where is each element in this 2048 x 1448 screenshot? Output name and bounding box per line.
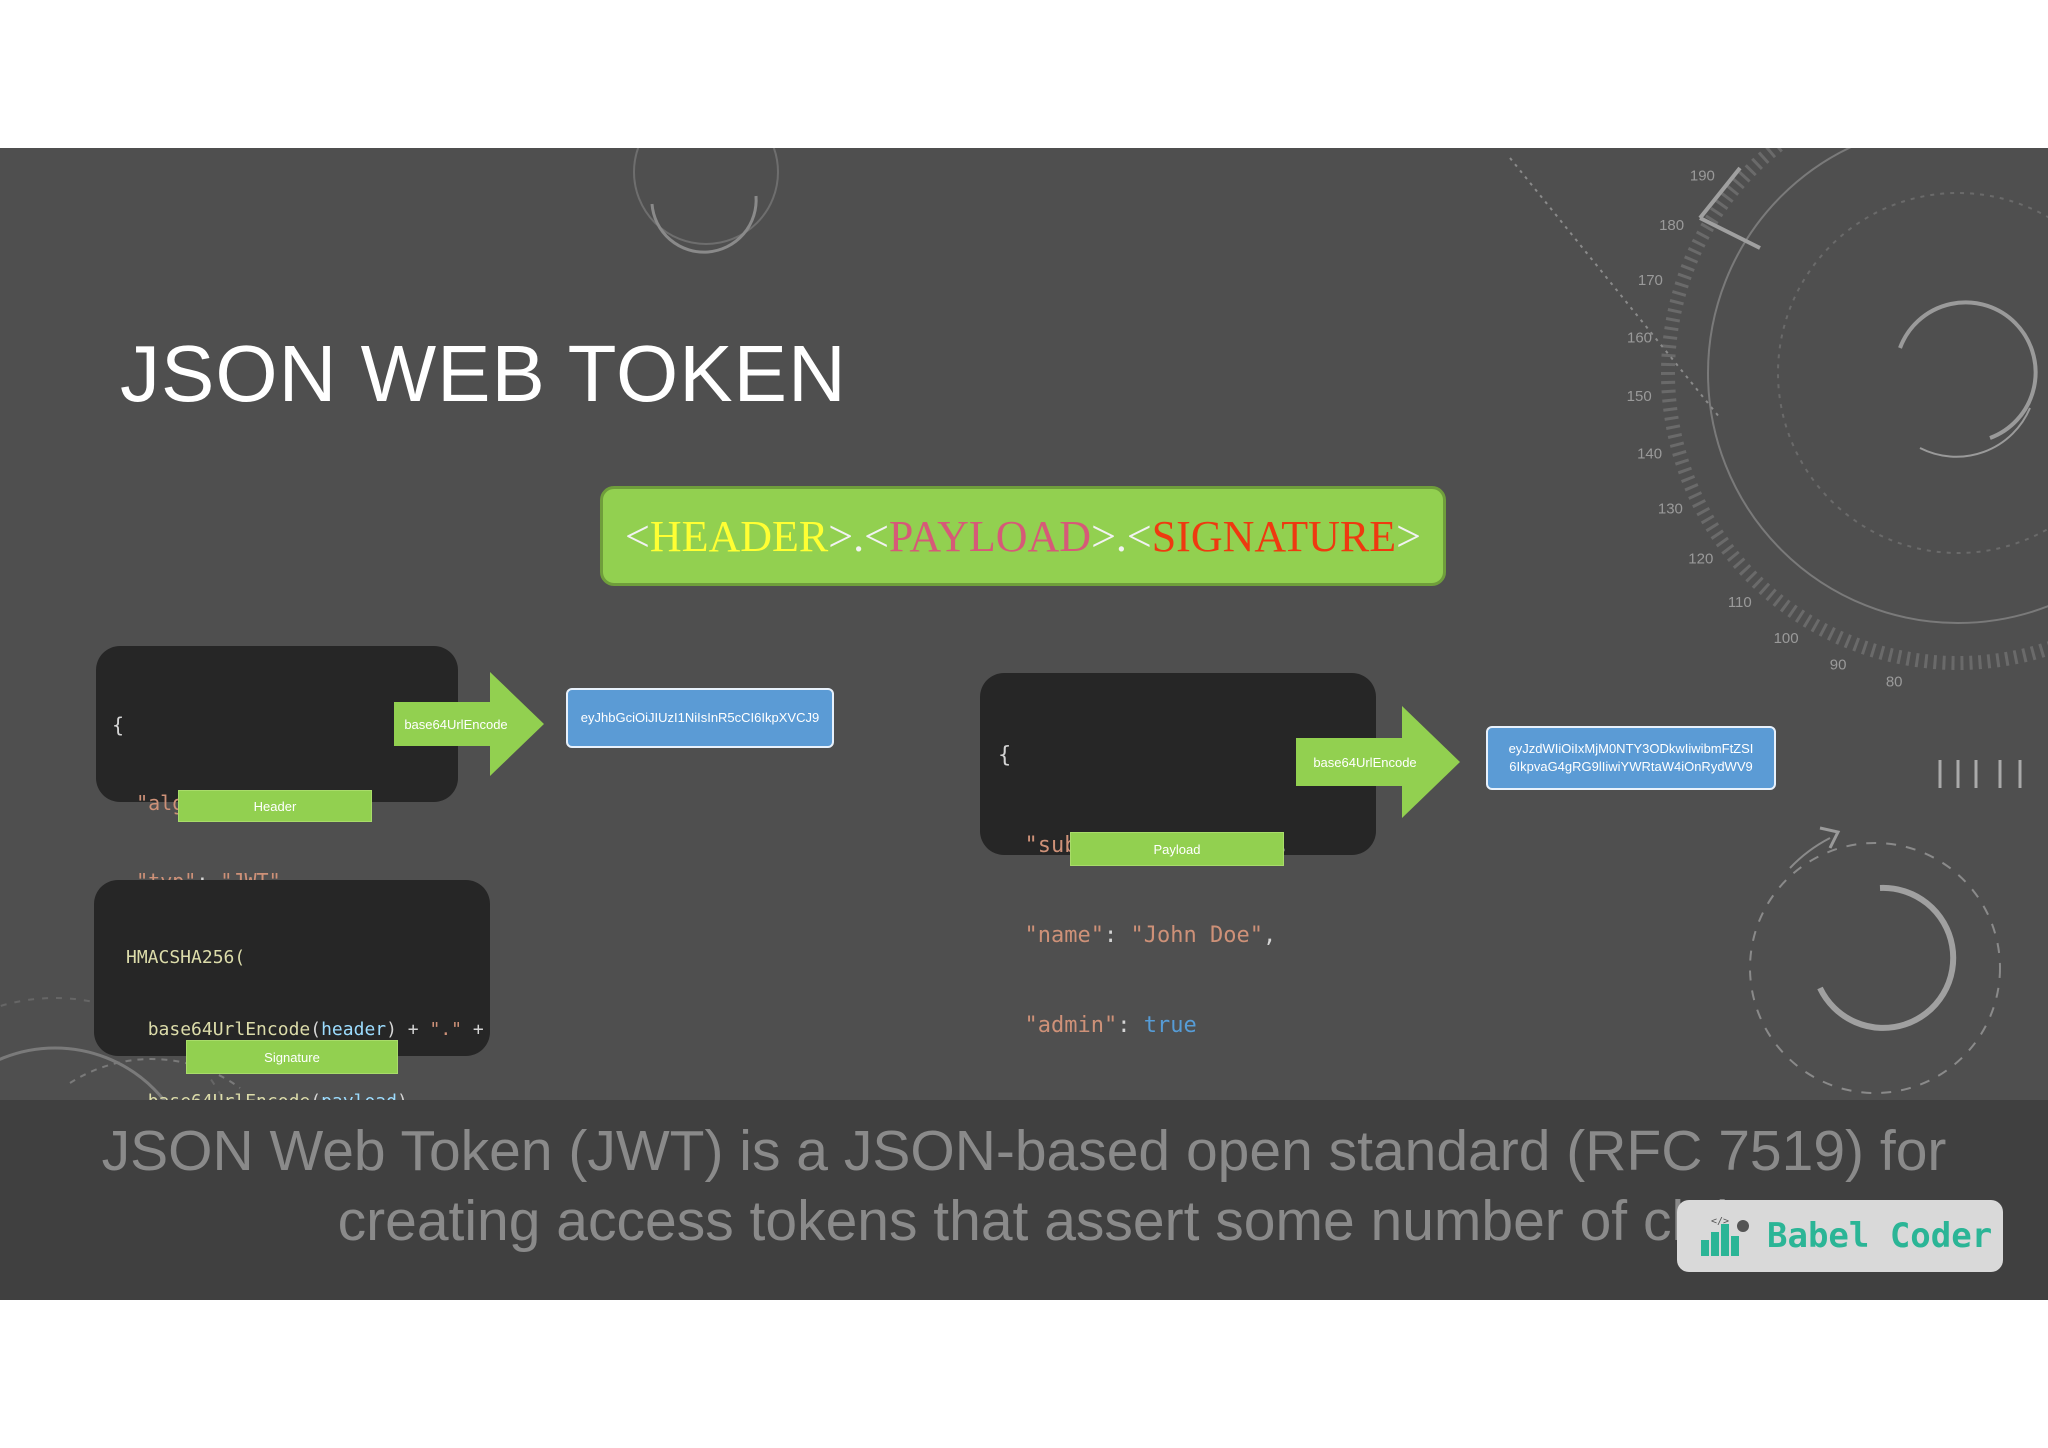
formula-part-punct: > bbox=[1396, 511, 1421, 561]
caption: JSON Web Token (JWT) is a JSON-based ope… bbox=[0, 1116, 2048, 1256]
babel-coder-logo: </> Babel Coder bbox=[1677, 1200, 2003, 1272]
header-line-open: { bbox=[112, 713, 125, 737]
formula-part-punct: < bbox=[625, 511, 650, 561]
dial-tick-label: 190 bbox=[1690, 167, 1715, 184]
formula-part-punct: >.< bbox=[828, 511, 889, 561]
header-label: Header bbox=[178, 790, 372, 822]
signature-line-header: base64UrlEncode(header) + "." + bbox=[147, 1019, 484, 1040]
dial-tick-label: 110 bbox=[1728, 594, 1752, 611]
logo-text: Babel Coder bbox=[1767, 1216, 1993, 1256]
payload-encoded-token: eyJzdWIiOiIxMjM0NTY3ODkwIiwibmFtZSI 6Ikp… bbox=[1486, 726, 1776, 790]
babel-coder-logo-icon: </> bbox=[1701, 1216, 1749, 1256]
caption-line-2: creating access tokens that assert some … bbox=[337, 1189, 1821, 1253]
svg-text:</>: </> bbox=[1711, 1216, 1729, 1227]
dial-tick-label: 80 bbox=[1886, 674, 1903, 691]
header-arrow-icon bbox=[394, 672, 544, 776]
slide-title: JSON WEB TOKEN bbox=[120, 329, 847, 418]
formula-part-punct: >.< bbox=[1091, 511, 1152, 561]
jwt-structure-formula: <HEADER>.<PAYLOAD>.<SIGNATURE> bbox=[600, 486, 1446, 586]
payload-line-open: { bbox=[998, 743, 1012, 768]
payload-label: Payload bbox=[1070, 832, 1284, 866]
header-arrow-label: base64UrlEncode bbox=[404, 716, 508, 732]
dial-tick-label: 120 bbox=[1688, 550, 1713, 567]
header-encoded-token: eyJhbGciOiJIUzI1NiIsInR5cCI6IkpXVCJ9 bbox=[566, 688, 834, 748]
formula-part-signature: SIGNATURE bbox=[1151, 511, 1397, 561]
dial-tick-label: 140 bbox=[1637, 446, 1662, 463]
payload-line-admin: "admin": true bbox=[1024, 1013, 1197, 1038]
payload-encoded-line2: 6IkpvaG4gRG9lIiwiYWRtaW4iOnRydWV9 bbox=[1509, 759, 1753, 774]
signature-code-box: HMACSHA256( base64UrlEncode(header) + ".… bbox=[94, 880, 490, 1256]
formula-part-header: HEADER bbox=[649, 511, 829, 561]
dial-tick-label: 90 bbox=[1830, 657, 1847, 674]
dial-tick-label: 170 bbox=[1638, 272, 1663, 289]
payload-arrow-label: base64UrlEncode bbox=[1313, 754, 1417, 770]
dial-tick-label: 130 bbox=[1658, 500, 1683, 517]
formula-part-payload: PAYLOAD bbox=[888, 511, 1092, 561]
payload-arrow-icon bbox=[1296, 706, 1460, 818]
signature-line-fn: HMACSHA256( bbox=[126, 947, 246, 968]
dial-tick-label: 180 bbox=[1659, 217, 1684, 234]
signature-label: Signature bbox=[186, 1040, 398, 1074]
slide: 2102001901801701601501401301201101009080… bbox=[0, 148, 2048, 1300]
dial-tick-label: 150 bbox=[1627, 388, 1652, 405]
dial-tick-label: 160 bbox=[1627, 329, 1652, 346]
payload-line-name: "name": "John Doe", bbox=[1024, 923, 1277, 948]
dial-tick-label: 100 bbox=[1774, 630, 1799, 647]
payload-encoded-line1: eyJzdWIiOiIxMjM0NTY3ODkwIiwibmFtZSI bbox=[1508, 741, 1754, 756]
caption-line-1: JSON Web Token (JWT) is a JSON-based ope… bbox=[101, 1119, 1947, 1183]
